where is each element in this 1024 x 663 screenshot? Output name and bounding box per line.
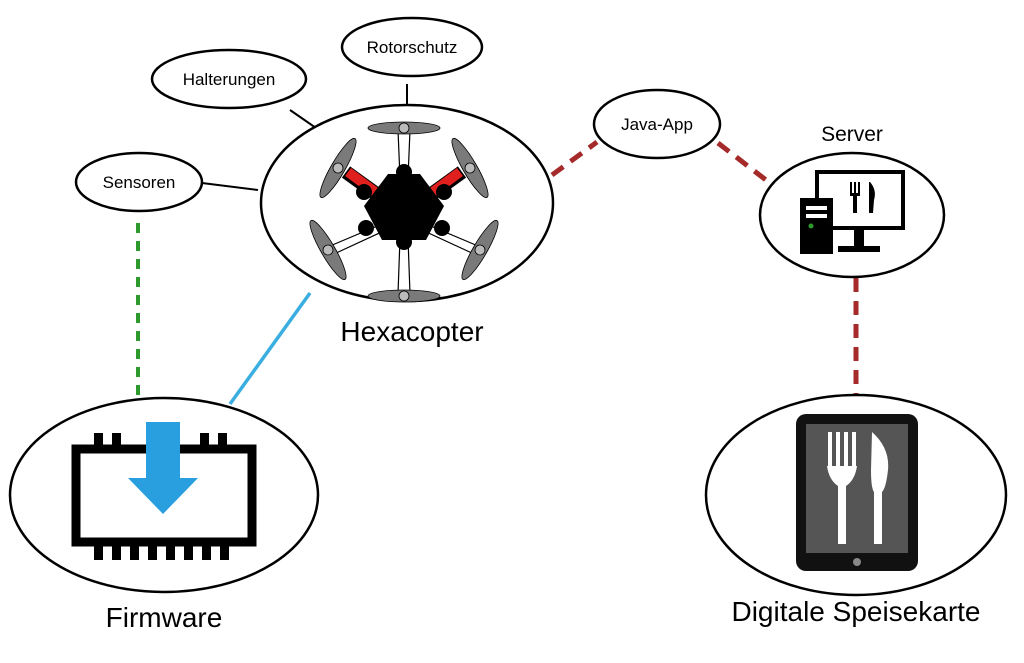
node-firmware: Firmware (8, 396, 320, 633)
connector-hexacopter-javaapp (550, 139, 599, 178)
hexacopter-label: Hexacopter (340, 316, 483, 347)
firmware-label: Firmware (106, 602, 223, 633)
connector-javaapp-server (716, 141, 768, 182)
node-server: Server (758, 123, 946, 279)
bubble-sensoren: Sensoren (74, 151, 204, 213)
hexacopter-drone-icon (309, 121, 499, 303)
tablet-cutlery-icon (796, 414, 918, 571)
server-computer-icon (800, 170, 905, 254)
server-label: Server (821, 123, 883, 146)
chip-download-icon (71, 422, 257, 560)
bubble-rotorschutz: Rotorschutz (340, 16, 484, 78)
bubble-sensoren-label: Sensoren (103, 173, 176, 192)
bubble-javaapp: Java-App (592, 88, 722, 160)
speisekarte-label: Digitale Speisekarte (731, 596, 980, 627)
bubble-javaapp-label: Java-App (621, 115, 693, 134)
bubble-halterungen: Halterungen (150, 48, 308, 110)
bubble-halterungen-label: Halterungen (183, 70, 276, 89)
connector-hexacopter-firmware (228, 291, 312, 406)
connector-sensoren-hexacopter (201, 182, 259, 191)
node-hexacopter: Hexacopter (259, 103, 555, 347)
bubble-rotorschutz-label: Rotorschutz (367, 38, 458, 57)
connectors (136, 84, 859, 406)
connector-halterungen-hexacopter (289, 109, 317, 129)
node-speisekarte: Digitale Speisekarte (704, 393, 1008, 627)
